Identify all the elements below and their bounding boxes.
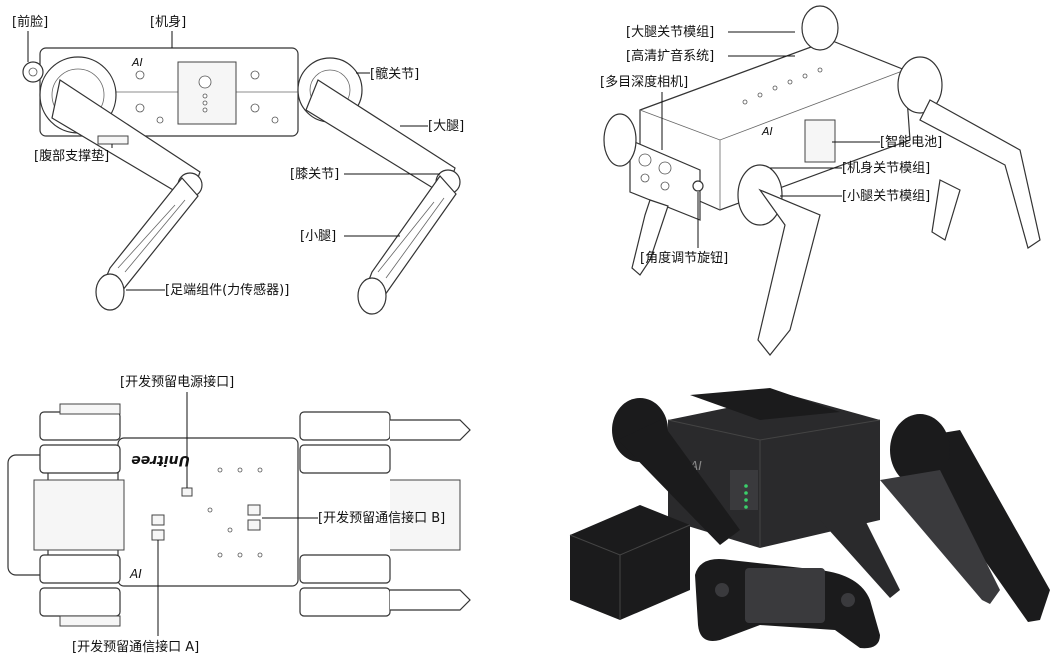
- side-body-panel: [177, 61, 237, 125]
- top-power-port: [181, 487, 193, 497]
- label-depth-camera: [多目深度相机]: [600, 74, 688, 90]
- photo-battery-slot: [730, 470, 758, 510]
- photo-spare-battery: [570, 505, 690, 620]
- iso-rear-left-hip: [801, 5, 839, 51]
- side-ai-mark: AI: [131, 56, 143, 69]
- label-thigh: [大腿]: [428, 119, 464, 134]
- label-comm-a: [开发预留通信接口 A]: [72, 639, 199, 655]
- label-belly-pad: [腹部支撑垫]: [34, 148, 109, 164]
- label-calf: [小腿]: [300, 229, 336, 244]
- iso-angle-knob: [692, 180, 704, 192]
- top-left-legs: [39, 403, 121, 627]
- label-body: [机身]: [150, 14, 186, 30]
- side-view: AI [前脸] [机身] [髋关节] [大腿] [腹部支撑: [12, 14, 464, 315]
- top-right-legs: [299, 411, 471, 617]
- iso-rear-left-leg: [931, 179, 961, 241]
- belly-pad: [97, 135, 129, 145]
- iso-front-left-leg: [631, 199, 669, 276]
- label-calf-module: [小腿关节模组]: [842, 189, 930, 204]
- iso-view: AI [大腿关节模组] [高清扩音系统] [多目深度相机] [智能电池] [机身…: [600, 5, 1041, 356]
- photo-rear-hip: [890, 414, 950, 486]
- label-body-module: [机身关节模组]: [842, 160, 930, 176]
- top-comm-port-b: [247, 504, 261, 516]
- iso-rear-right-hip: [897, 56, 943, 114]
- photo-rear-calf: [880, 470, 1000, 604]
- top-brand: Unitree: [131, 452, 190, 468]
- iso-front-right-leg: [757, 188, 821, 356]
- photo-front-thigh: [618, 420, 740, 545]
- iso-front-right-hip: [737, 164, 783, 226]
- photo-status-leds: [744, 484, 748, 509]
- top-ai-mark: AI: [129, 567, 142, 581]
- iso-ai-mark: AI: [761, 125, 773, 138]
- iso-front-left-hip: [603, 113, 637, 167]
- iso-battery: [804, 119, 836, 163]
- label-power-port: [开发预留电源接口]: [120, 374, 234, 390]
- photo-controller-screen: [745, 568, 825, 623]
- label-foot: [足端组件(力传感器)]: [165, 282, 289, 298]
- label-speaker: [高清扩音系统]: [626, 48, 714, 64]
- front-foot: [95, 273, 125, 311]
- top-front-plate: [33, 479, 125, 551]
- label-knee-joint: [膝关节]: [290, 167, 339, 182]
- top-comm-port-a: [151, 514, 165, 526]
- label-front-face: [前脸]: [12, 14, 48, 30]
- top-view: Unitree AI: [7, 374, 471, 655]
- iso-rear-right-leg: [919, 99, 1041, 249]
- label-battery: [智能电池]: [880, 135, 942, 150]
- rear-foot: [357, 277, 387, 315]
- robot-photo: AI: [569, 388, 1050, 649]
- label-comm-b: [开发预留通信接口 B]: [318, 510, 445, 526]
- label-thigh-module: [大腿关节模组]: [626, 25, 714, 40]
- label-hip-joint: [髋关节]: [370, 66, 419, 82]
- label-angle-knob: [角度调节旋钮]: [640, 250, 728, 266]
